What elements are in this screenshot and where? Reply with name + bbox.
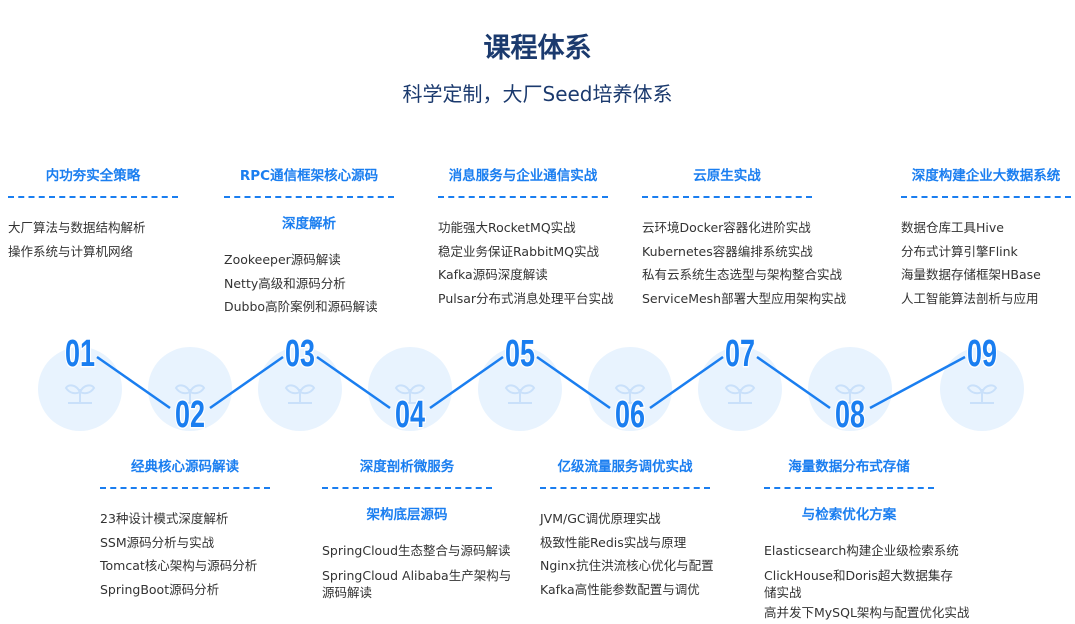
module-title: RPC通信框架核心源码 bbox=[224, 164, 394, 184]
module-item: 功能强大RocketMQ实战 bbox=[438, 216, 628, 240]
dashed-divider bbox=[100, 487, 270, 489]
module-item: 大厂算法与数据结构解析 bbox=[8, 216, 198, 240]
module-item: Dubbo高阶案例和源码解读 bbox=[224, 295, 414, 319]
module-item: Zookeeper源码解读 bbox=[224, 248, 414, 272]
course-module: 内功夯实全策略大厂算法与数据结构解析操作系统与计算机网络 bbox=[8, 164, 198, 263]
module-title: 海量数据分布式存储 bbox=[764, 455, 934, 475]
module-subtitle: 架构底层源码 bbox=[322, 503, 492, 523]
course-module: 海量数据分布式存储与检索优化方案 Elasticsearch构建企业级检索系统 Cl… bbox=[764, 455, 954, 624]
module-title: 内功夯实全策略 bbox=[8, 164, 178, 184]
module-item: 极致性能Redis实战与原理 bbox=[540, 531, 730, 555]
module-item: 人工智能算法剖析与应用 bbox=[901, 287, 1075, 311]
module-item: 操作系统与计算机网络 bbox=[8, 240, 198, 264]
module-item: Kubernetes容器编排系统实战 bbox=[642, 240, 832, 264]
module-item: 分布式计算引擎Flink bbox=[901, 240, 1075, 264]
module-item: 稳定业务保证RabbitMQ实战 bbox=[438, 240, 628, 264]
module-title: 消息服务与企业通信实战 bbox=[438, 164, 608, 184]
step-number: 02 bbox=[175, 394, 205, 436]
step-number: 06 bbox=[615, 394, 645, 436]
step-number: 05 bbox=[505, 333, 535, 375]
module-subtitle: 深度解析 bbox=[224, 212, 394, 232]
dashed-divider bbox=[642, 196, 812, 198]
module-item: Kafka源码深度解读 bbox=[438, 263, 628, 287]
module-item: 私有云系统生态选型与架构整合实战 bbox=[642, 263, 832, 287]
module-item: ClickHouse和Doris超大数据集存储实战 bbox=[764, 567, 954, 601]
step-number: 09 bbox=[967, 333, 997, 375]
module-item: SSM源码分析与实战 bbox=[100, 531, 290, 555]
module-item: 海量数据存储框架HBase bbox=[901, 263, 1075, 287]
step-number: 04 bbox=[395, 394, 425, 436]
module-title: 深度剖析微服务 bbox=[322, 455, 492, 475]
dashed-divider bbox=[322, 487, 492, 489]
dashed-divider bbox=[8, 196, 178, 198]
module-item: Nginx抗住洪流核心优化与配置 bbox=[540, 554, 730, 578]
module-title: 经典核心源码解读 bbox=[100, 455, 270, 475]
step-number: 01 bbox=[65, 333, 95, 375]
module-item: Kafka高性能参数配置与调优 bbox=[540, 578, 730, 602]
module-item: 高并发下MySQL架构与配置优化实战 bbox=[764, 601, 954, 624]
module-title: 云原生实战 bbox=[642, 164, 812, 184]
module-item: SpringCloud生态整合与源码解读 bbox=[322, 539, 512, 563]
module-item: 云环境Docker容器化进阶实战 bbox=[642, 216, 832, 240]
dashed-divider bbox=[901, 196, 1071, 198]
module-item: ServiceMesh部署大型应用架构实战 bbox=[642, 287, 832, 311]
dashed-divider bbox=[438, 196, 608, 198]
module-item: Netty高级和源码分析 bbox=[224, 272, 414, 296]
module-item: Tomcat核心架构与源码分析 bbox=[100, 554, 290, 578]
course-module: 消息服务与企业通信实战功能强大RocketMQ实战稳定业务保证RabbitMQ实… bbox=[438, 164, 628, 310]
module-title: 亿级流量服务调优实战 bbox=[540, 455, 710, 475]
module-item: JVM/GC调优原理实战 bbox=[540, 507, 730, 531]
module-item: SpringCloud Alibaba生产架构与源码解读 bbox=[322, 567, 512, 601]
module-item: 数据仓库工具Hive bbox=[901, 216, 1075, 240]
module-item: Pulsar分布式消息处理平台实战 bbox=[438, 287, 628, 311]
course-module: 深度剖析微服务架构底层源码 SpringCloud生态整合与源码解读 SpringC… bbox=[322, 455, 512, 601]
step-number: 08 bbox=[835, 394, 865, 436]
dashed-divider bbox=[540, 487, 710, 489]
dashed-divider bbox=[224, 196, 394, 198]
dashed-divider bbox=[764, 487, 934, 489]
step-number: 03 bbox=[285, 333, 315, 375]
module-title: 深度构建企业大数据系统 bbox=[901, 164, 1071, 184]
step-number: 07 bbox=[725, 333, 755, 375]
module-item: 23种设计模式深度解析 bbox=[100, 507, 290, 531]
module-item: SpringBoot源码分析 bbox=[100, 578, 290, 602]
module-subtitle: 与检索优化方案 bbox=[764, 503, 934, 523]
module-item: Elasticsearch构建企业级检索系统 bbox=[764, 539, 954, 563]
